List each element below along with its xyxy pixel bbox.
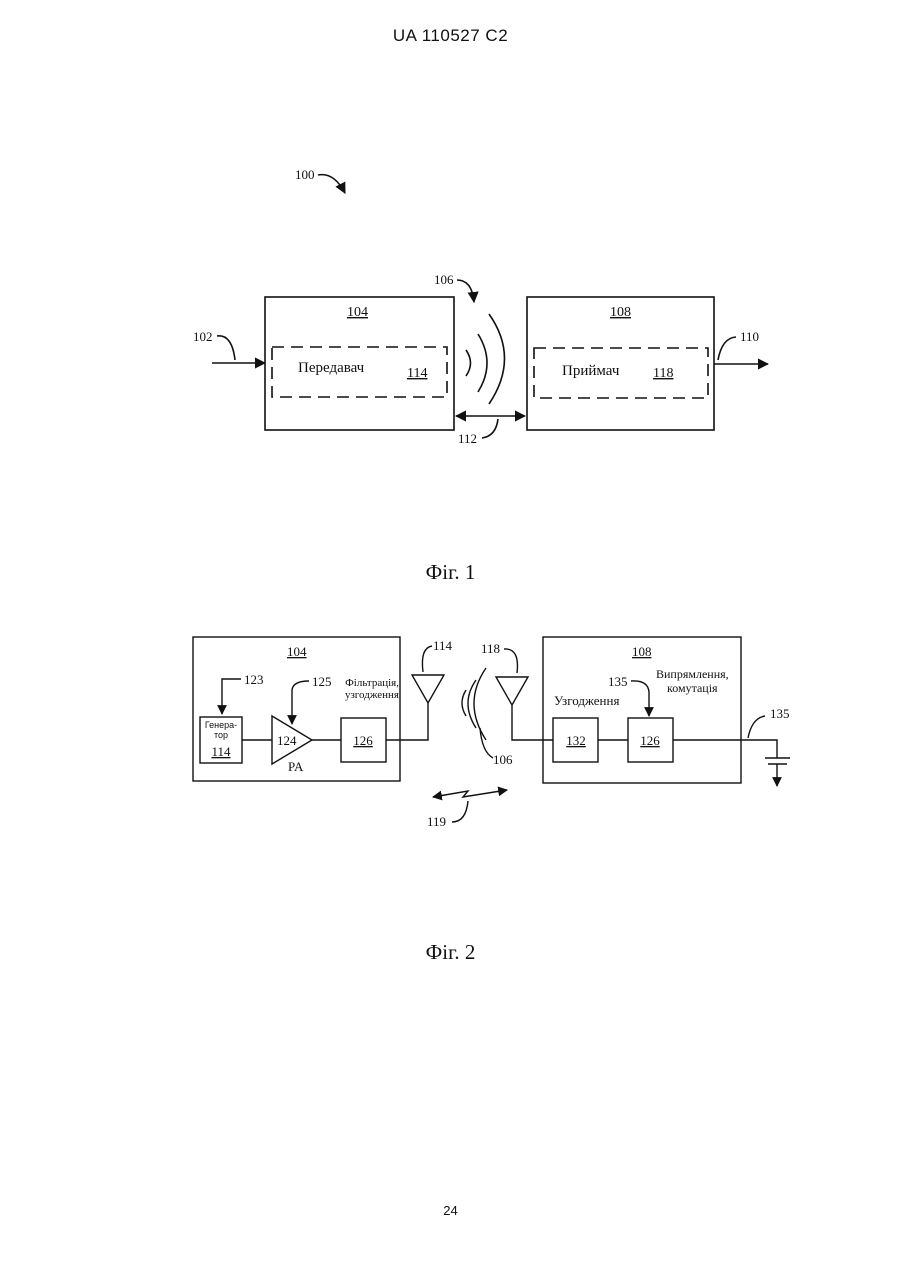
fig2-match-ref: 132	[566, 733, 586, 748]
fig2-ref-114-leader	[422, 646, 432, 672]
fig2-caption: Фіг. 2	[0, 940, 901, 965]
fig2-ref-106: 106	[493, 752, 513, 767]
fig2-ref-104: 104	[287, 644, 307, 659]
fig1-ref-102: 102	[193, 329, 213, 344]
fig2-pa-ref: 124	[277, 733, 297, 748]
fig2-ref-135-top-arrow	[631, 681, 649, 716]
fig2-ref-119: 119	[427, 814, 446, 829]
fig1-ref-112: 112	[458, 431, 477, 446]
fig2-tx-antenna	[412, 675, 444, 703]
fig2-ref-135-out-leader	[748, 716, 765, 738]
fig1-transmitter-ref: 114	[407, 366, 427, 381]
fig1-receiver-inner	[534, 348, 708, 398]
fig2-rect-label-1: Випрямлення,	[656, 667, 729, 681]
fig2-ref-123: 123	[244, 672, 264, 687]
fig2-ref-125-arrow	[292, 681, 309, 724]
fig2-ref-125: 125	[312, 674, 332, 689]
fig1-diagram: 100 104 Передавач 114 102 106 108 Прийма…	[193, 167, 768, 446]
fig1-ref-106-arrow	[457, 280, 474, 302]
fig2-generator-label-1: Генера-	[205, 720, 237, 730]
fig1-receiver-ref: 118	[653, 366, 673, 381]
fig2-wire-filter-antenna	[386, 703, 428, 740]
fig2-filter-ref: 126	[353, 733, 373, 748]
page-number: 24	[0, 1203, 901, 1218]
fig1-ref-110: 110	[740, 329, 759, 344]
fig2-ref-119-leader	[452, 801, 468, 822]
fig2-ref-123-arrow	[222, 679, 241, 714]
fig2-ref-108: 108	[632, 644, 652, 659]
fig1-ref-100: 100	[295, 167, 315, 182]
fig1-ref-102-leader	[217, 336, 235, 360]
fig1-ref-110-leader	[718, 337, 736, 360]
fig1-caption: Фіг. 1	[0, 560, 901, 585]
fig2-generator-ref: 114	[211, 744, 231, 759]
fig2-wave-1	[462, 690, 466, 716]
fig2-ref-118-leader	[504, 649, 517, 673]
fig1-ref-104: 104	[347, 305, 368, 320]
fig1-transmitter-label: Передавач	[298, 360, 365, 376]
fig1-ref-100-arrow	[318, 175, 345, 193]
fig2-output-wire	[673, 740, 777, 758]
fig2-wire-antenna-match	[512, 705, 553, 740]
fig1-wave-mid	[478, 334, 487, 392]
fig2-ref-135-top: 135	[608, 674, 628, 689]
fig2-wave-2	[468, 680, 476, 728]
fig2-diagram: 104 Генера- тор 114 123 124 PA 125 Фільт…	[193, 637, 790, 829]
fig2-rx-antenna	[496, 677, 528, 705]
fig2-filter-label-1: Фільтрація,	[345, 677, 399, 689]
fig1-ref-106: 106	[434, 272, 454, 287]
fig2-match-label: Узгодження	[554, 693, 619, 708]
fig1-wave-outer	[489, 314, 505, 404]
fig1-ref-108: 108	[610, 305, 631, 320]
fig1-ref-112-leader	[482, 419, 498, 438]
fig2-rectifier-ref: 126	[640, 733, 660, 748]
fig2-ref-114: 114	[433, 638, 453, 653]
fig2-filter-label-2: узгодження	[345, 689, 399, 701]
fig1-wave-inner	[466, 350, 471, 376]
fig2-rect-label-2: комутація	[667, 681, 718, 695]
fig2-generator-label-2: тор	[214, 730, 228, 740]
fig2-ref-118: 118	[481, 641, 500, 656]
fig2-ref-135-out: 135	[770, 706, 790, 721]
fig1-receiver-label: Приймач	[562, 363, 620, 379]
fig2-link-zigzag	[433, 790, 507, 797]
fig2-pa-label: PA	[288, 759, 304, 774]
